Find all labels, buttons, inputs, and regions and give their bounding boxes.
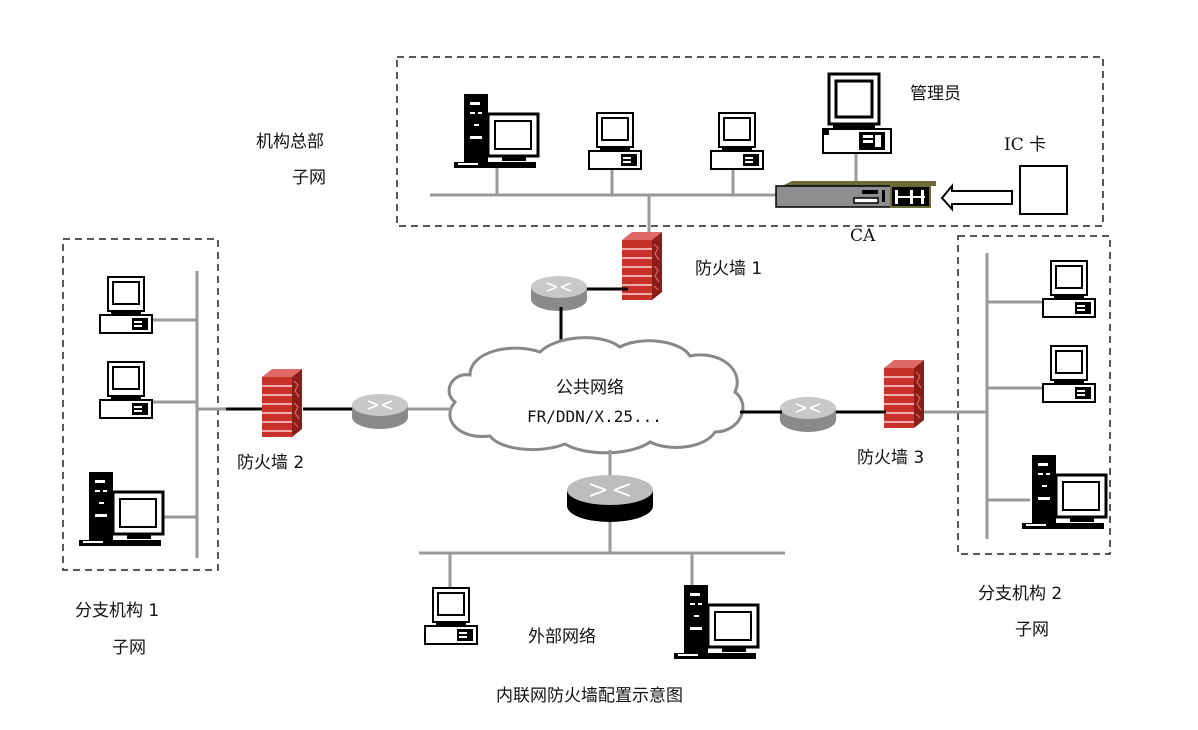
diagram-title: 内联网防火墙配置示意图 — [496, 686, 683, 706]
public-network-label: 公共网络 — [556, 378, 624, 398]
admin-workstation-icon — [821, 72, 893, 155]
ic-card-label: IC 卡 — [1004, 135, 1047, 155]
ca-label: CA — [850, 226, 876, 246]
external-workstation-icon — [424, 587, 478, 645]
external-server-icon — [672, 583, 760, 661]
branch1-workstation-icon — [99, 361, 153, 419]
public-network-cloud-icon — [447, 336, 745, 455]
router-2-icon — [351, 393, 409, 430]
ic-card-arrow-icon — [940, 183, 1013, 212]
branch2-server-icon — [1020, 453, 1108, 531]
admin-label: 管理员 — [910, 84, 961, 104]
external-router-icon — [567, 475, 653, 522]
firewall-3-label: 防火墙 3 — [857, 448, 925, 468]
public-network-protocols-label: FR/DDN/X.25... — [527, 407, 662, 426]
branch1-server-icon — [77, 470, 165, 548]
branch2-label: 分支机构 2 — [978, 584, 1063, 604]
router-1-icon — [530, 275, 588, 312]
branch2-subnet-label: 子网 — [1015, 620, 1049, 640]
headquarters-workstation-icon — [710, 112, 764, 170]
router-3-icon — [779, 396, 837, 433]
headquarters-subnet-boundary — [396, 56, 1104, 227]
ca-device-icon — [775, 181, 936, 208]
branch1-subnet-boundary — [62, 238, 219, 571]
external-network-label: 外部网络 — [528, 627, 596, 647]
firewall-2-icon — [261, 368, 303, 438]
headquarters-server-icon — [452, 92, 540, 170]
branch2-subnet-boundary — [957, 235, 1111, 555]
firewall-1-label: 防火墙 1 — [695, 259, 763, 279]
headquarters-workstation-icon — [588, 112, 642, 170]
firewall-2-label: 防火墙 2 — [237, 453, 305, 473]
firewall-3-icon — [883, 359, 925, 429]
branch1-label: 分支机构 1 — [75, 601, 160, 621]
branch2-workstation-icon — [1042, 260, 1096, 318]
headquarters-subnet-label: 子网 — [292, 168, 326, 188]
branch2-workstation-icon — [1042, 345, 1096, 403]
branch1-subnet-label: 子网 — [112, 638, 146, 658]
ic-card-icon — [1019, 165, 1068, 215]
headquarters-label: 机构总部 — [256, 132, 324, 152]
branch1-workstation-icon — [99, 276, 153, 334]
